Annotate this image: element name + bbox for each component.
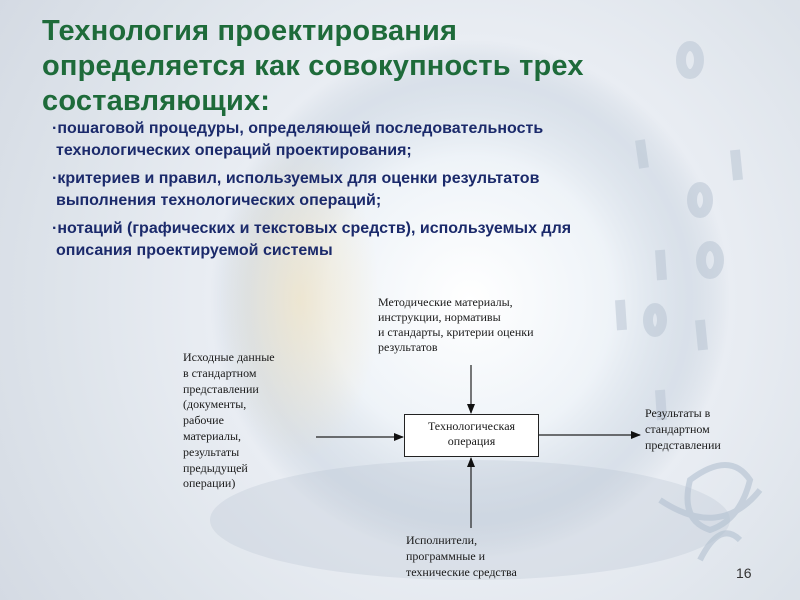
bullet-text: выполнения технологических операций; [56, 192, 382, 209]
label-line: Исполнители, [406, 533, 478, 547]
label-line: представлении [645, 438, 721, 452]
page-number: 16 [736, 565, 752, 581]
label-line: и стандарты, критерии оценки [378, 325, 534, 339]
bullet-item: критериев и правил, используемых для оце… [52, 168, 752, 212]
technological-operation-box: Технологическая операция [404, 414, 539, 457]
label-line: (документы, [183, 397, 247, 412]
methodical-materials-label: Методические материалы, инструкции, норм… [378, 295, 534, 355]
label-line: рабочие [183, 413, 224, 428]
label-line: результатов [378, 340, 438, 354]
box-label-line: операция [447, 434, 496, 448]
label-line: Исходные данные [183, 350, 275, 364]
results-label: Результаты в стандартном представлении [645, 405, 721, 453]
bullet-text: технологических операций проектирования; [56, 142, 412, 159]
bullet-item: нотаций (графических и текстовых средств… [52, 218, 752, 262]
label-line: представлении [183, 381, 259, 396]
title-line: составляющих: [42, 85, 271, 117]
label-line: Методические материалы, [378, 295, 513, 309]
slide-title: Технология проектирования определяется к… [42, 14, 742, 119]
bullet-text: критериев и правил, используемых для оце… [52, 168, 752, 190]
bullet-list: пошаговой процедуры, определяющей послед… [52, 118, 752, 268]
box-label-line: Технологическая [427, 419, 516, 433]
bullet-text: пошаговой процедуры, определяющей послед… [52, 118, 752, 140]
label-line: операции) [183, 476, 236, 491]
label-line: программные и [406, 549, 486, 563]
label-line: в стандартном [183, 365, 257, 380]
label-line: материалы, [183, 428, 242, 443]
bullet-text: нотаций (графических и текстовых средств… [52, 218, 752, 240]
title-line: Технология проектирования [42, 15, 458, 47]
title-line: определяется как совокупность трех [42, 50, 584, 82]
bullet-text: описания проектируемой системы [56, 242, 333, 259]
bullet-item: пошаговой процедуры, определяющей послед… [52, 118, 752, 162]
label-line: Результаты в [645, 406, 711, 420]
input-data-label: Исходные данные в стандартном представле… [183, 350, 275, 492]
label-line: технические средства [406, 565, 517, 579]
performers-label: Исполнители, программные и технические с… [406, 532, 517, 580]
label-line: предыдущей [183, 460, 248, 475]
label-line: результаты [183, 444, 240, 459]
label-line: стандартном [645, 422, 710, 436]
label-line: инструкции, нормативы [378, 310, 501, 324]
